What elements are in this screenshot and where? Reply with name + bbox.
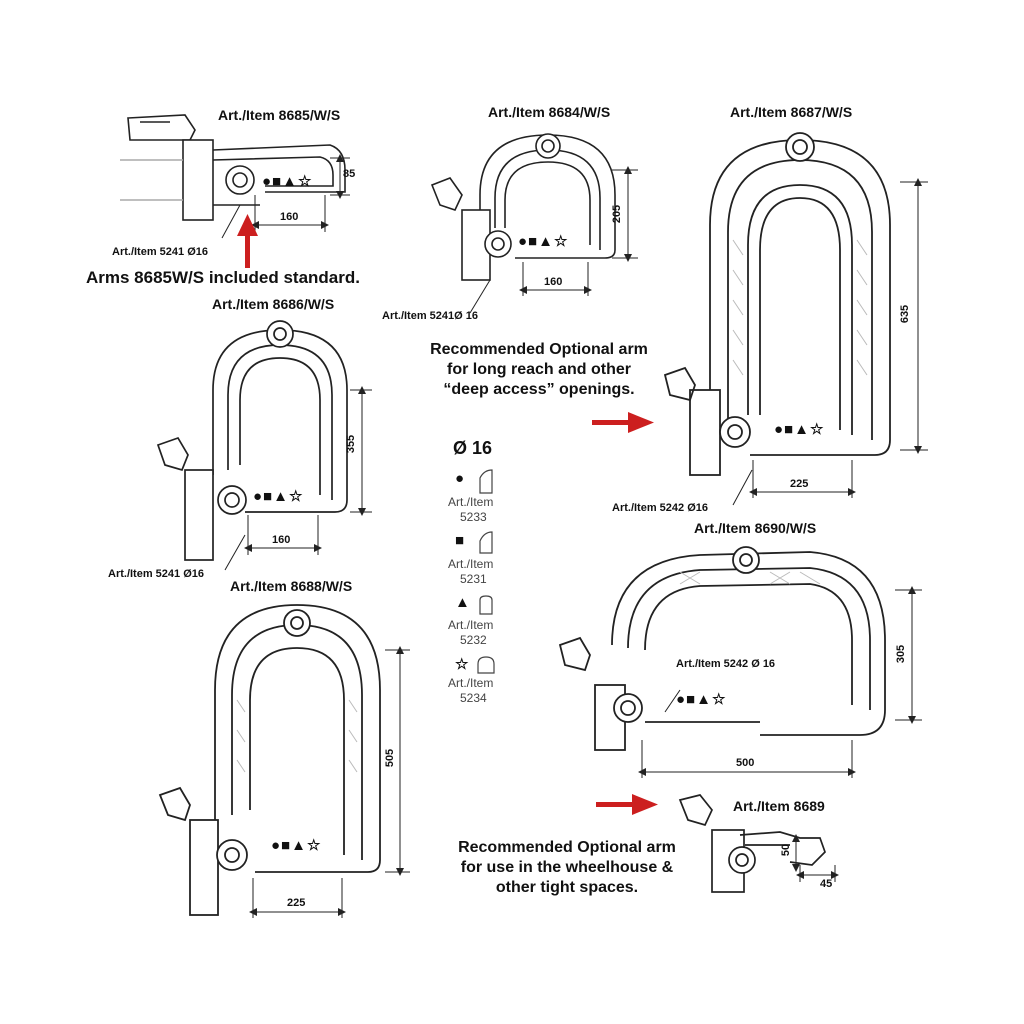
arm-8684-symbols: ●■▲☆ xyxy=(518,233,569,250)
legend-code-1: 5233 xyxy=(460,510,487,524)
legend-label-4: Art./Item xyxy=(448,676,494,690)
legend-code-2: 5231 xyxy=(460,572,487,586)
arm-8687-title: Art./Item 8687/W/S xyxy=(730,104,853,120)
arm-8686-width: 160 xyxy=(272,534,291,546)
note-tight-spaces: Recommended Optional arm for use in the … xyxy=(458,839,676,896)
arm-8689-drawing xyxy=(678,794,826,893)
legend-label-3: Art./Item xyxy=(448,618,494,632)
legend-code-3: 5232 xyxy=(460,633,487,647)
legend-label-2: Art./Item xyxy=(448,557,494,571)
arm-8686-drawing xyxy=(156,320,348,561)
arm-8690-width: 500 xyxy=(736,757,755,769)
arm-8684-tip-label: Art./Item 5241Ø 16 xyxy=(382,310,478,322)
arm-8686-tip-label: Art./Item 5241 Ø16 xyxy=(108,568,204,580)
arm-8684-drawing xyxy=(430,133,616,281)
legend-symbol-4: ☆ xyxy=(455,656,470,673)
legend-label-1: Art./Item xyxy=(448,495,494,509)
arm-8685-drawing xyxy=(120,114,346,221)
arm-8689-title: Art./Item 8689 xyxy=(733,798,825,814)
arm-8687-drawing xyxy=(663,132,891,476)
red-arrow-up-icon xyxy=(237,214,258,268)
red-arrow-right-icon xyxy=(592,412,654,433)
arm-8686-height: 355 xyxy=(345,434,358,454)
arm-8687-width: 225 xyxy=(790,478,809,490)
arm-8690-height: 305 xyxy=(895,644,908,664)
arm-8685-width: 160 xyxy=(280,211,299,223)
arm-8685-symbols: ●■▲☆ xyxy=(262,173,313,190)
red-arrow-right-icon xyxy=(596,794,658,815)
arm-8687-height: 635 xyxy=(899,304,912,324)
arm-8690-title: Art./Item 8690/W/S xyxy=(694,520,817,536)
arm-8688-height: 505 xyxy=(384,748,397,768)
note-standard: Arms 8685W/S included standard. xyxy=(86,268,360,287)
legend-symbol-3: ▲ xyxy=(455,594,471,611)
legend-code-4: 5234 xyxy=(460,691,487,705)
legend-title: Ø 16 xyxy=(453,438,493,458)
arm-8688-title: Art./Item 8688/W/S xyxy=(230,578,353,594)
arm-8690-symbols: ●■▲☆ xyxy=(676,691,727,708)
arm-8690-drawing xyxy=(558,546,886,751)
arm-8689-height: 50 xyxy=(780,843,793,857)
arm-8686-title: Art./Item 8686/W/S xyxy=(212,296,335,312)
arm-8687-symbols: ●■▲☆ xyxy=(774,421,825,438)
arm-8690-tip-label: Art./Item 5242 Ø 16 xyxy=(676,658,776,670)
arm-8685-tip-label: Art./Item 5241 Ø16 xyxy=(112,246,208,258)
arm-8688-drawing xyxy=(158,604,381,916)
arm-8684-title: Art./Item 8684/W/S xyxy=(488,104,611,120)
legend-symbol-2: ■ xyxy=(455,532,466,549)
arm-8688-symbols: ●■▲☆ xyxy=(271,837,322,854)
arm-8684-width: 160 xyxy=(544,276,563,288)
arm-8684-height: 205 xyxy=(611,204,624,224)
arm-8686-symbols: ●■▲☆ xyxy=(253,488,304,505)
note-long-reach: Recommended Optional arm for long reach … xyxy=(430,341,648,398)
arm-8685-title: Art./Item 8685/W/S xyxy=(218,107,341,123)
legend-tip-icons xyxy=(477,469,495,674)
legend-symbol-1: ● xyxy=(455,470,466,487)
arm-8688-width: 225 xyxy=(287,897,306,909)
arm-8689-width: 45 xyxy=(820,878,833,890)
arm-8685-height: 85 xyxy=(343,168,356,180)
arm-8687-tip-label: Art./Item 5242 Ø16 xyxy=(612,502,708,514)
